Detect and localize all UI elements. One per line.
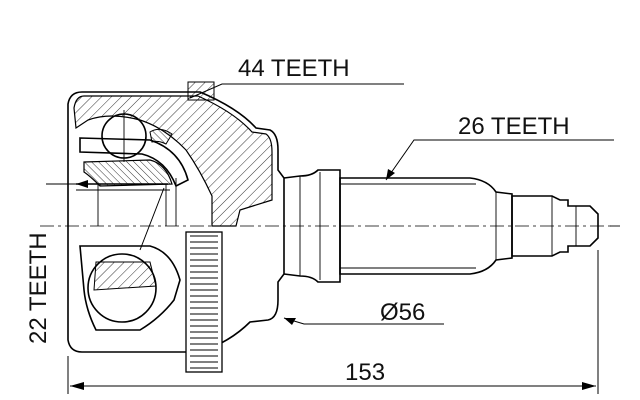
cage-window — [149, 128, 173, 145]
cage-lower — [79, 245, 181, 331]
arrow-22-teeth — [76, 180, 88, 188]
label-diameter: Ø56 — [380, 299, 425, 326]
bell-housing-outline — [67, 91, 285, 353]
label-length: 153 — [345, 359, 385, 386]
spline-shaft — [339, 177, 513, 275]
label-26-teeth: 26 TEETH — [458, 113, 570, 140]
arrow-length-left — [70, 382, 84, 390]
leader-22-diag — [139, 187, 165, 251]
label-22-teeth: 22 TEETH — [25, 232, 52, 344]
arrow-length-right — [582, 382, 596, 390]
abs-ring-teeth — [190, 235, 218, 369]
leader-44-teeth — [189, 83, 404, 99]
ball-lower — [87, 253, 157, 323]
label-44-teeth: 44 TEETH — [238, 55, 350, 82]
arrow-26-teeth — [386, 169, 395, 180]
housing-section-upper — [73, 95, 273, 227]
arrow-diameter — [284, 318, 296, 325]
leader-26-teeth — [385, 139, 614, 181]
inner-race-lower — [93, 261, 157, 291]
inner-race-upper — [83, 159, 173, 187]
threaded-end — [511, 195, 599, 257]
spline-tooth-marker — [187, 81, 215, 101]
